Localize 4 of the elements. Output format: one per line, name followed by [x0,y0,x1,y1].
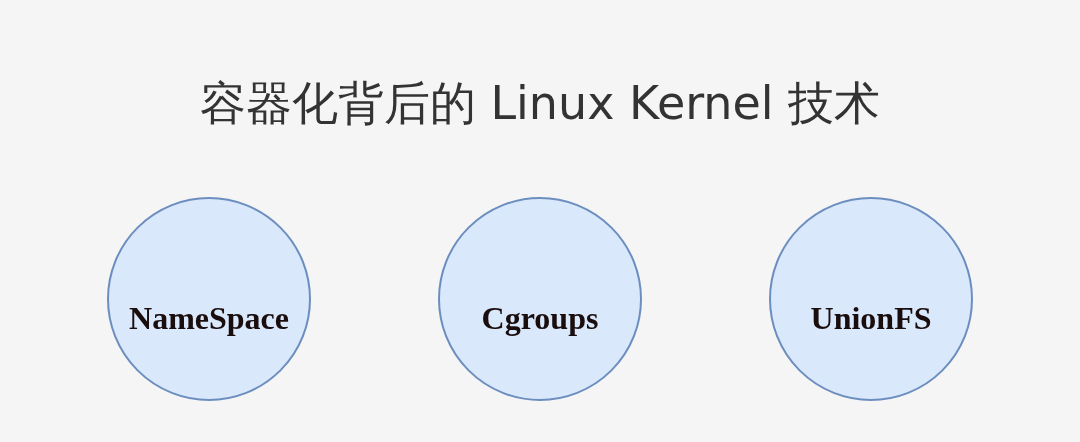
circle-label: NameSpace [129,299,289,337]
diagram-title: 容器化背后的 Linux Kernel 技术 [198,76,882,132]
circle-label: Cgroups [481,299,599,337]
circle-label: UnionFS [810,299,932,337]
